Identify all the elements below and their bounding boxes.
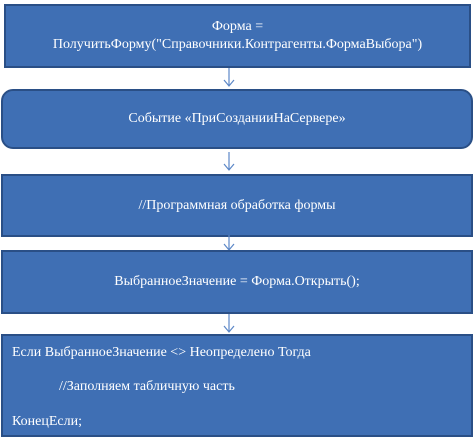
step-if-block: Если ВыбранноеЗначение <> Неопределено Т… <box>1 334 473 437</box>
step-get-form-line-1: Форма = <box>211 19 264 34</box>
if-line: Если ВыбранноеЗначение <> Неопределено Т… <box>12 345 311 360</box>
fill-table-comment: //Заполняем табличную часть <box>59 379 235 394</box>
step-programmatic-processing-label: //Программная обработка формы <box>138 197 336 213</box>
arrow-down-4 <box>222 314 236 334</box>
arrow-down-3 <box>222 235 236 251</box>
step-get-form: Форма = ПолучитьФорму("Справочники.Контр… <box>4 4 471 68</box>
endif-line: КонецЕсли; <box>12 414 82 429</box>
step-open-form-label: ВыбранноеЗначение = Форма.Открыть(); <box>114 274 360 289</box>
step-on-create-event-label: Событие «ПриСозданииНаСервере» <box>128 111 346 126</box>
step-programmatic-processing: //Программная обработка формы <box>1 174 473 237</box>
arrow-down-1 <box>222 68 236 88</box>
step-on-create-event: Событие «ПриСозданииНаСервере» <box>1 89 473 149</box>
step-open-form: ВыбранноеЗначение = Форма.Открыть(); <box>1 250 473 314</box>
step-get-form-line-2: ПолучитьФорму("Справочники.Контрагенты.Ф… <box>52 37 423 52</box>
arrow-down-2 <box>222 152 236 172</box>
